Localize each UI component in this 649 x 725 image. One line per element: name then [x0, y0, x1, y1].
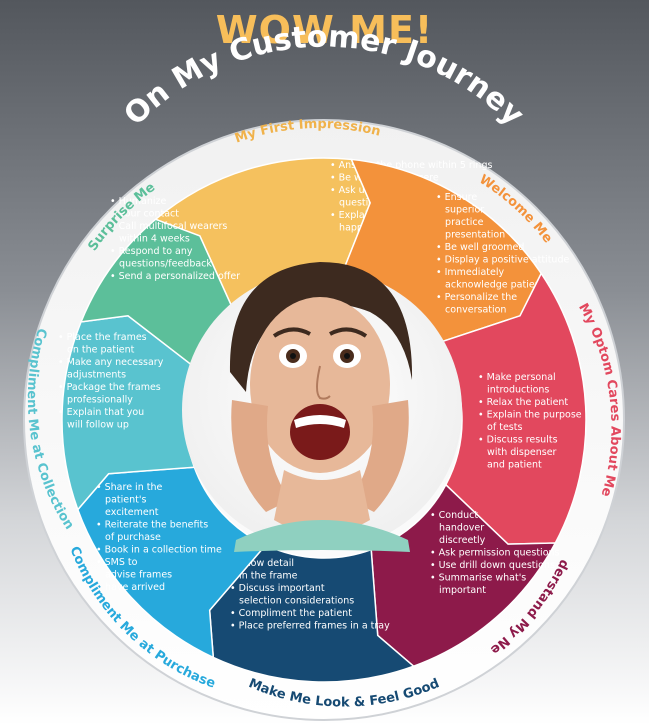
segment-item-line: acknowledge patients: [436, 280, 549, 291]
segment-item-line: in the frame: [230, 571, 298, 582]
segment-item-line: with dispenser: [478, 447, 557, 458]
segment-item-line: • Ask permission questions: [430, 548, 560, 559]
segment-items-purchase: • Share in the patient's excitement • Rei…: [96, 482, 222, 593]
segment-item-line: • Use drill down questions: [430, 560, 555, 571]
segment-item-line: within 4 weeks: [110, 234, 190, 245]
segment-item-line: introductions: [478, 385, 549, 396]
segment-item-line: patient's: [96, 495, 146, 506]
segment-item-line: • Make any necessary: [58, 357, 164, 368]
segment-item-line: • Discuss important: [230, 583, 325, 594]
segment-item-line: important: [430, 585, 486, 596]
segment-item-line: superior: [436, 205, 484, 216]
segment-item-line: • Conduct: [430, 510, 478, 521]
page-title: WOW ME!: [215, 8, 434, 52]
segment-item-line: adjustments: [58, 370, 126, 381]
segment-items-surprise: • Humanize your contact• Call multifocal…: [110, 196, 240, 282]
segment-item-line: conversation: [436, 305, 506, 316]
segment-item-line: of tests: [478, 422, 522, 433]
segment-item-line: your contact: [110, 209, 179, 220]
segment-item-line: • Ensure: [436, 192, 477, 203]
segment-item-line: handover: [430, 523, 484, 534]
segment-items-collection: • Place the frames on the patient• Make …: [58, 332, 164, 431]
journey-title: On My Customer Journey: [117, 19, 531, 133]
segment-item-line: • Display a positive attitude: [436, 255, 569, 266]
segment-item-line: • Reiterate the benefits: [96, 520, 208, 531]
segment-item-line: • Make personal: [478, 372, 556, 383]
segment-item-line: • Package the frames: [58, 382, 161, 393]
segment-item-line: • Compliment the patient: [230, 608, 352, 619]
segment-item-line: • Humanize: [110, 196, 167, 207]
segment-items-look: • Show detail in the frame• Discuss impo…: [230, 558, 390, 632]
segment-item-line: • Personalize the: [436, 292, 517, 303]
segment-item-line: • Explain the purpose: [478, 410, 582, 421]
segment-item-line: • SMS to: [96, 557, 138, 568]
segment-item-line: professionally: [58, 395, 133, 406]
segment-item-line: • Call multifocal wearers: [110, 221, 227, 232]
segment-item-line: • Send a personalized offer: [110, 271, 240, 282]
segment-item-line: • Relax the patient: [478, 397, 568, 408]
segment-item-line: • Discuss results: [478, 435, 558, 446]
segment-item-line: • Place preferred frames in a tray: [230, 621, 390, 632]
segment-item-line: presentation: [436, 230, 505, 241]
segment-item-line: and patient: [478, 460, 542, 471]
segment-item-line: • Answer the phone within 5 rings: [330, 160, 492, 171]
segment-item-line: have arrived: [96, 582, 165, 593]
segment-item-line: discreetly: [430, 535, 486, 546]
segment-items-optom: • Make personal introductions• Relax the…: [478, 372, 582, 471]
segment-items-needs: • Conduct handover discreetly • Ask permi…: [430, 510, 560, 596]
segment-item-line: of purchase: [96, 532, 161, 543]
segment-item-line: practice: [436, 217, 484, 228]
center-portrait: [182, 262, 462, 552]
segment-item-line: questions/feedback: [110, 259, 212, 270]
segment-item-line: • Place the frames: [58, 332, 147, 343]
segment-item-line: • Share in the: [96, 482, 162, 493]
segment-item-line: on the patient: [58, 345, 135, 356]
segment-item-line: selection considerations: [230, 596, 354, 607]
segment-item-line: • Explain that you: [58, 407, 144, 418]
segment-item-line: questions: [330, 198, 385, 209]
segment-item-line: • Immediately: [436, 267, 504, 278]
segment-item-line: • Summarise what's: [430, 573, 526, 584]
segment-item-line: • Show detail: [230, 558, 294, 569]
segment-item-line: will follow up: [58, 420, 129, 431]
segment-item-line: • Be well groomed: [436, 242, 524, 253]
segment-items-welcome: • Ensure superior practice presentation•…: [436, 192, 569, 316]
segment-item-line: excitement: [96, 507, 159, 518]
segment-item-line: advise frames: [96, 570, 172, 581]
segment-item-line: • Respond to any: [110, 246, 193, 257]
segment-item-line: • Book in a collection time: [96, 545, 222, 556]
